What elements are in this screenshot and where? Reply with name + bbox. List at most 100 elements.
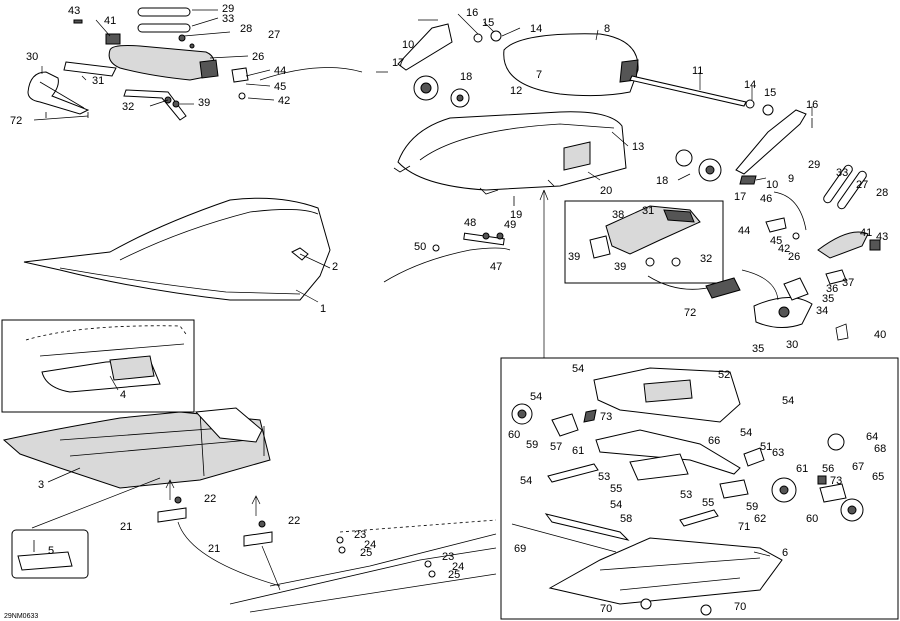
callout-50: 50: [414, 241, 426, 253]
inset-panel-handle-detail: [564, 200, 724, 284]
callout-24: 24: [364, 539, 376, 551]
callout-13: 13: [632, 141, 644, 153]
callout-39: 39: [568, 251, 580, 263]
grab-handle-assembly: [27, 7, 249, 121]
callout-18: 18: [460, 71, 472, 83]
callout-22: 22: [204, 493, 216, 505]
callout-5: 5: [48, 545, 54, 557]
callout-70: 70: [734, 601, 746, 613]
callout-16: 16: [806, 99, 818, 111]
callout-43: 43: [876, 231, 888, 243]
callout-68: 68: [874, 443, 886, 455]
callout-53: 53: [680, 489, 692, 501]
callout-labels: 43 41 29 33 28 27 26 30 31 44 45 42 32 3…: [4, 3, 888, 620]
callout-26: 26: [788, 251, 800, 263]
callout-62: 62: [754, 513, 766, 525]
callout-54: 54: [572, 363, 584, 375]
callout-6: 6: [782, 547, 788, 559]
callout-55: 55: [702, 497, 714, 509]
callout-45: 45: [274, 81, 286, 93]
callout-61: 61: [572, 445, 584, 457]
callout-35: 35: [822, 293, 834, 305]
callout-40: 40: [874, 329, 886, 341]
callout-leaders: [33, 9, 813, 557]
callout-24: 24: [452, 561, 464, 573]
callout-73: 73: [830, 475, 842, 487]
callout-66: 66: [708, 435, 720, 447]
callout-51: 51: [760, 441, 772, 453]
callout-12: 12: [510, 85, 522, 97]
callout-14: 14: [530, 23, 542, 35]
callout-45: 45: [770, 235, 782, 247]
callout-41: 41: [860, 227, 872, 239]
callout-20: 20: [600, 185, 612, 197]
callout-42: 42: [778, 243, 790, 255]
callout-39: 39: [198, 97, 210, 109]
callout-31: 31: [92, 75, 104, 87]
diagram-caption: 29NM0633: [4, 613, 38, 620]
connector-lines: [31, 67, 779, 591]
callout-18: 18: [656, 175, 668, 187]
inset-panel-rear-module: [500, 357, 899, 620]
callout-17: 17: [734, 191, 746, 203]
rear-seat-cushion-assembly: [376, 19, 813, 206]
callout-28: 28: [876, 187, 888, 199]
callout-54: 54: [530, 391, 542, 403]
callout-11: 11: [692, 65, 703, 77]
callout-29: 29: [808, 159, 820, 171]
callout-69: 69: [514, 543, 526, 555]
callout-52: 52: [718, 369, 730, 381]
callout-59: 59: [526, 439, 538, 451]
callout-21: 21: [208, 543, 220, 555]
callout-47: 47: [490, 261, 502, 273]
callout-54: 54: [520, 475, 532, 487]
callout-42: 42: [278, 95, 290, 107]
callout-44: 44: [738, 225, 750, 237]
callout-72: 72: [10, 115, 22, 127]
callout-57: 57: [550, 441, 562, 453]
strap-parts: [383, 232, 511, 283]
callout-71: 71: [738, 521, 750, 533]
callout-46: 46: [760, 193, 772, 205]
callout-33: 33: [222, 13, 234, 25]
callout-36: 36: [826, 283, 838, 295]
callout-63: 63: [772, 447, 784, 459]
callout-27: 27: [856, 179, 868, 191]
callout-31: 31: [642, 205, 654, 217]
callout-43: 43: [68, 5, 80, 17]
callout-67: 67: [852, 461, 864, 473]
callout-29: 29: [222, 3, 234, 15]
callout-32: 32: [700, 253, 712, 265]
callout-60: 60: [806, 513, 818, 525]
callout-32: 32: [122, 101, 134, 113]
callout-60: 60: [508, 429, 520, 441]
callout-54: 54: [782, 395, 794, 407]
callout-22: 22: [288, 515, 300, 527]
callout-30: 30: [26, 51, 38, 63]
callout-27: 27: [268, 29, 280, 41]
callout-70: 70: [600, 603, 612, 615]
callout-65: 65: [872, 471, 884, 483]
callout-10: 10: [766, 179, 778, 191]
callout-49: 49: [504, 219, 516, 231]
callout-37: 37: [842, 277, 854, 289]
callout-28: 28: [240, 23, 252, 35]
callout-41: 41: [104, 15, 116, 27]
callout-14: 14: [744, 79, 756, 91]
callout-58: 58: [620, 513, 632, 525]
right-grab-handle-assembly: [753, 164, 881, 341]
callout-25: 25: [360, 547, 372, 559]
callout-30: 30: [786, 339, 798, 351]
seat-base-frame: [2, 407, 497, 613]
callout-54: 54: [610, 499, 622, 511]
callout-56: 56: [822, 463, 834, 475]
inset-panel-part-5: [11, 529, 89, 579]
callout-26: 26: [252, 51, 264, 63]
callout-10: 10: [402, 39, 414, 51]
callout-55: 55: [610, 483, 622, 495]
callout-44: 44: [274, 65, 286, 77]
seat-detail-contents: [25, 325, 187, 393]
callout-48: 48: [464, 217, 476, 229]
callout-2: 2: [332, 261, 338, 273]
